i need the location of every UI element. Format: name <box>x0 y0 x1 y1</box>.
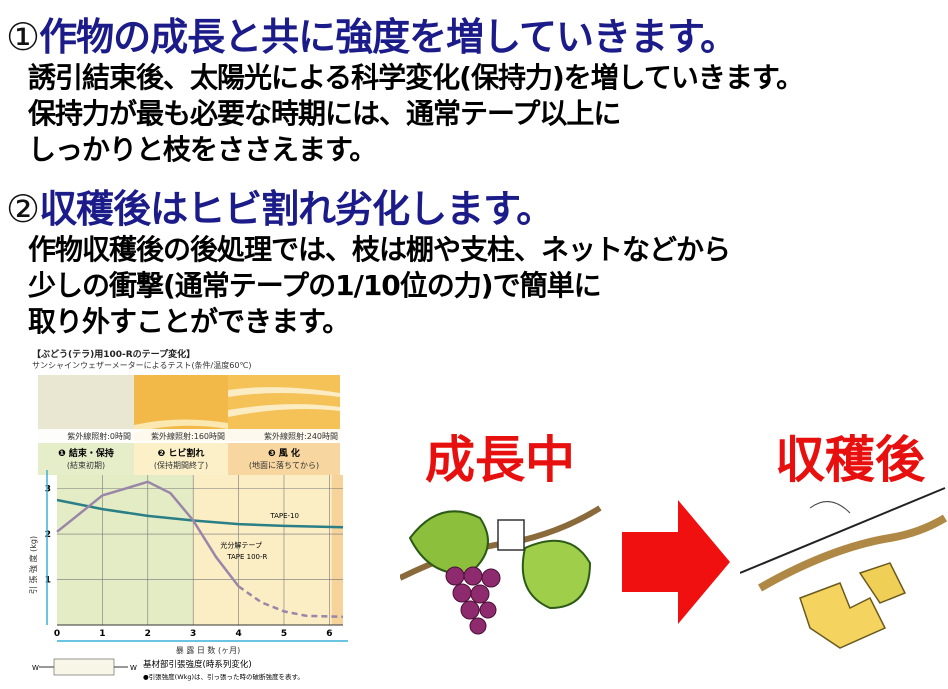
tape-strength-chart: 【ぶどう(テラ)用100-Rのテープ変化】 サンシャインウェザーメーターによるテ… <box>28 348 348 681</box>
y-tick-label: 3 <box>45 485 51 495</box>
x-tick-label: 2 <box>145 629 151 639</box>
tape-icon <box>497 519 525 551</box>
harvest-label: 収穫後 <box>775 431 925 489</box>
body-line: しっかりと枝をささえます。 <box>28 133 377 166</box>
photo-caption: 紫外線照射:160時間 <box>151 431 225 441</box>
leaf-icon <box>408 510 489 575</box>
harvested-branch-illustration <box>740 487 948 649</box>
photo-caption: 紫外線照射:0時間 <box>67 431 131 441</box>
x-tick-label: 1 <box>99 629 105 639</box>
series-dashed-line-1 <box>237 585 344 619</box>
number-badge: ② <box>6 187 40 231</box>
y-tick-label: 1 <box>45 576 51 586</box>
broken-leaf-icon <box>799 582 887 649</box>
w-label: W <box>130 664 137 672</box>
legend-note: ●引張強度(Wkg)は、引っ張った時の破断強度を表す。 <box>143 672 304 681</box>
photo-caption: 紫外線照射:240時間 <box>264 431 338 441</box>
right-arrow-icon <box>622 500 730 624</box>
section1-heading: ①作物の成長と共に強度を増していきます。 <box>6 6 738 61</box>
heading-text: 作物の成長と共に強度を増していきます。 <box>39 15 738 59</box>
stage-sub: (結束初期) <box>67 460 105 470</box>
x-tick-label: 0 <box>54 629 60 639</box>
x-tick-label: 4 <box>235 629 241 639</box>
series-line-1 <box>56 480 240 588</box>
bg-stage-1 <box>57 475 194 625</box>
stage-title: ❶ 結束・保持 <box>58 447 114 459</box>
stage-title: ❷ ヒビ割れ <box>158 447 205 459</box>
x-tick-label: 3 <box>190 629 196 639</box>
body-line: 作物収穫後の後処理では、枝は棚や支柱、ネットなどから <box>28 233 731 266</box>
section2-heading: ②収穫後はヒビ割れ劣化します。 <box>6 178 554 233</box>
heading-text: 収穫後はヒビ割れ劣化します。 <box>39 187 554 231</box>
leaf-icon <box>521 539 592 610</box>
body-line: 少しの衝撃(通常テープの1/10位の力)で簡単に <box>28 269 602 302</box>
tensile-legend: W W 基材部引張強度(時系列変化) ●引張強度(Wkg)は、引っ張った時の破断… <box>32 658 304 681</box>
x-tick-label: 5 <box>281 629 287 639</box>
series-label: 光分解テープ <box>220 541 262 550</box>
bg-stage-2 <box>193 475 332 625</box>
x-axis-label: 暴 露 日 数 (ヶ月) <box>176 645 240 655</box>
section2-body: 作物収穫後の後処理では、枝は棚や支柱、ネットなどから 少しの衝撃(通常テープの1… <box>28 232 731 340</box>
section1-body: 誘引結束後、太陽光による科学変化(保持力)を増していきます。 保持力が最も必要な… <box>28 60 804 168</box>
y-tick-label: 2 <box>45 530 51 540</box>
legend-caption: 基材部引張強度(時系列変化) <box>143 659 252 670</box>
growing-label: 成長中 <box>425 431 575 489</box>
body-line: 保持力が最も必要な時期には、通常テープ以上に <box>28 97 621 130</box>
chart-title: 【ぶどう(テラ)用100-Rのテープ変化】 <box>32 348 195 360</box>
y-axis-label: 引 張 強 度 (kg) <box>28 536 38 594</box>
body-line: 取り外すことができます。 <box>28 305 350 338</box>
number-badge: ① <box>6 15 40 59</box>
grape-cluster-icon <box>445 566 501 635</box>
grape-vine-illustration <box>400 505 602 635</box>
bg-stage-3 <box>331 475 343 625</box>
chart-subtitle: サンシャインウェザーメーターによるテスト(条件/温度60℃) <box>32 360 252 370</box>
series-label: TAPE 100-R <box>226 553 267 561</box>
series-label: TAPE-10 <box>269 512 299 520</box>
body-line: 誘引結束後、太陽光による科学変化(保持力)を増していきます。 <box>28 61 804 94</box>
stage-sub: (地面に落ちてから) <box>249 460 319 470</box>
x-tick-label: 6 <box>326 629 332 639</box>
stage-title: ❸ 風 化 <box>268 447 300 459</box>
w-label: W <box>32 664 39 672</box>
stage-sub: (保持期間終了) <box>154 460 208 470</box>
